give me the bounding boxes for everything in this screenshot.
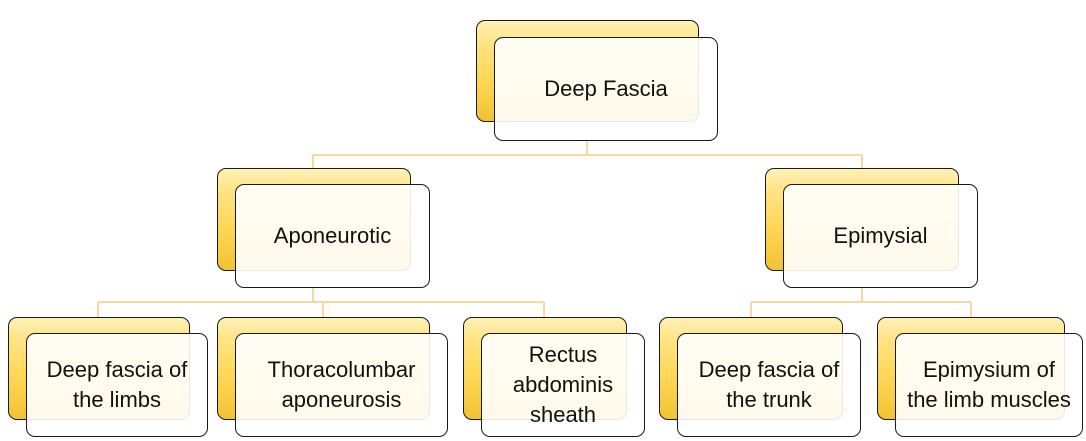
- node-label-box: Epimysial: [783, 184, 978, 288]
- node-label-box: Deep fascia of the limbs: [26, 333, 208, 437]
- node-label-box: Rectus abdominis sheath: [481, 333, 645, 437]
- node-label: Thoracolumbar aponeurosis: [267, 357, 416, 412]
- node-label: Aponeurotic: [273, 223, 392, 248]
- node-label: Epimysial: [833, 223, 928, 248]
- node-label: Epimysium of the limb muscles: [907, 357, 1071, 412]
- node-label-box: Epimysium of the limb muscles: [895, 333, 1083, 437]
- node-label-box: Deep fascia of the trunk: [677, 333, 861, 437]
- node-label-box: Aponeurotic: [235, 184, 430, 288]
- node-label: Deep Fascia: [544, 76, 668, 101]
- node-label: Deep fascia of the trunk: [698, 357, 840, 412]
- node-label-box: Deep Fascia: [494, 37, 718, 141]
- node-label: Deep fascia of the limbs: [46, 357, 188, 412]
- node-label: Rectus abdominis sheath: [512, 342, 614, 427]
- node-label-box: Thoracolumbar aponeurosis: [235, 333, 448, 437]
